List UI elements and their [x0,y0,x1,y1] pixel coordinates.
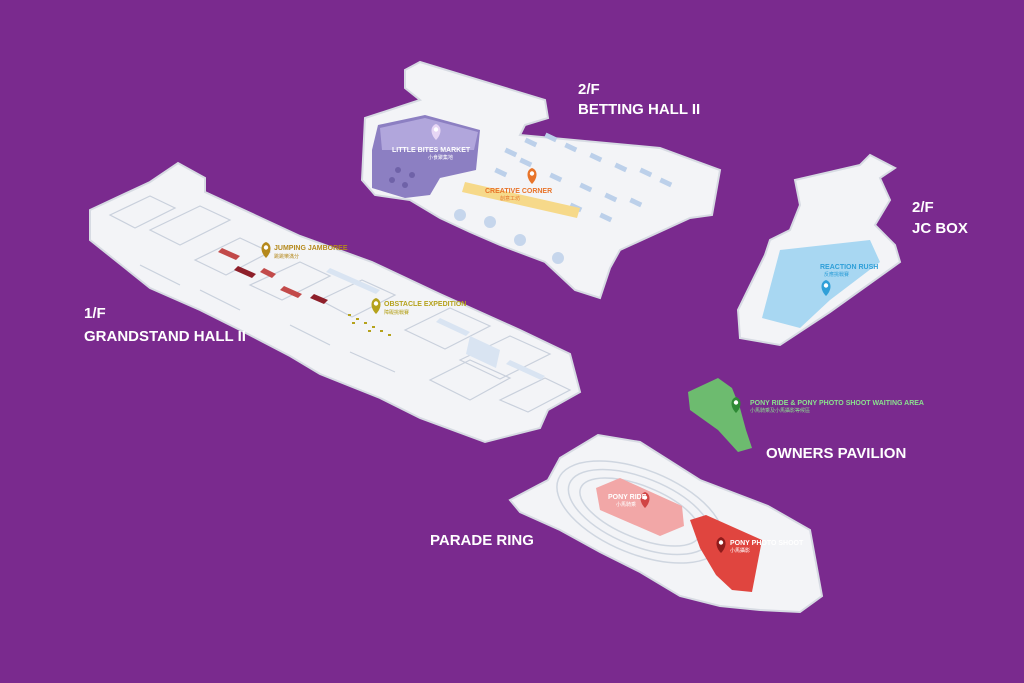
svg-text:REACTION RUSH: REACTION RUSH [820,264,878,271]
pin-pony-waiting-area[interactable]: PONY RIDE & PONY PHOTO SHOOT WAITING ARE… [731,397,925,414]
area-label-owners-pavilion: OWNERS PAVILION [766,445,906,462]
grandstand-name: GRANDSTAND HALL II [84,328,246,345]
parade-ring-floorplan [508,433,824,614]
pin-little-bites-market[interactable]: LITTLE BITES MARKET 小食聚集地 [392,124,471,161]
betting-hall-name: BETTING HALL II [578,101,700,118]
svg-text:小馬騎乘: 小馬騎乘 [616,501,636,508]
area-label-betting-hall: 2/F BETTING HALL II [578,81,700,118]
pin-jumping-jamboree[interactable]: JUMPING JAMBOREE 跳跳樂滿分 [261,242,348,260]
parade-ring-name: PARADE RING [430,532,534,549]
owners-pavilion-area [688,378,752,452]
svg-text:障礙挑戰賽: 障礙挑戰賽 [384,309,409,316]
area-label-jc-box: 2/F JC BOX [912,199,968,237]
owners-pavilion-name: OWNERS PAVILION [766,445,906,462]
svg-text:創意工坊: 創意工坊 [500,195,520,202]
svg-text:小馬攝影: 小馬攝影 [730,547,750,554]
svg-text:小食聚集地: 小食聚集地 [428,154,453,161]
pin-reaction-rush[interactable]: REACTION RUSH 反應挑戰賽 [820,264,878,296]
pin-obstacle-expedition[interactable]: OBSTACLE EXPEDITION 障礙挑戰賽 [371,298,467,316]
betting-hall-floor: 2/F [578,81,600,98]
pin-creative-corner[interactable]: CREATIVE CORNER 創意工坊 [485,168,552,202]
svg-text:OBSTACLE EXPEDITION: OBSTACLE EXPEDITION [384,301,466,308]
grandstand-hall-floorplan [89,161,582,444]
pin-pony-photo-shoot[interactable]: PONY PHOTO SHOOT 小馬攝影 [716,537,804,554]
svg-text:CREATIVE CORNER: CREATIVE CORNER [485,188,552,195]
svg-text:PONY PHOTO SHOOT: PONY PHOTO SHOOT [730,540,804,547]
svg-text:跳跳樂滿分: 跳跳樂滿分 [274,253,299,260]
betting-hall-floorplan [360,60,722,300]
svg-text:PONY RIDE & PONY PHOTO SHOOT W: PONY RIDE & PONY PHOTO SHOOT WAITING ARE… [750,400,924,407]
jc-box-name: JC BOX [912,220,968,237]
svg-text:PONY RIDE: PONY RIDE [608,494,647,501]
area-label-grandstand: 1/F GRANDSTAND HALL II [84,305,246,345]
area-label-parade-ring: PARADE RING [430,532,534,549]
jc-box-floor: 2/F [912,199,934,216]
pin-pony-ride[interactable]: PONY RIDE 小馬騎乘 [608,492,650,508]
grandstand-floor: 1/F [84,305,106,322]
svg-text:LITTLE BITES MARKET: LITTLE BITES MARKET [392,147,471,154]
svg-text:小馬騎乘及小馬攝影等候區: 小馬騎乘及小馬攝影等候區 [750,407,810,414]
jc-box-floorplan [736,153,902,347]
svg-text:JUMPING JAMBOREE: JUMPING JAMBOREE [274,245,348,252]
svg-text:反應挑戰賽: 反應挑戰賽 [824,271,849,278]
